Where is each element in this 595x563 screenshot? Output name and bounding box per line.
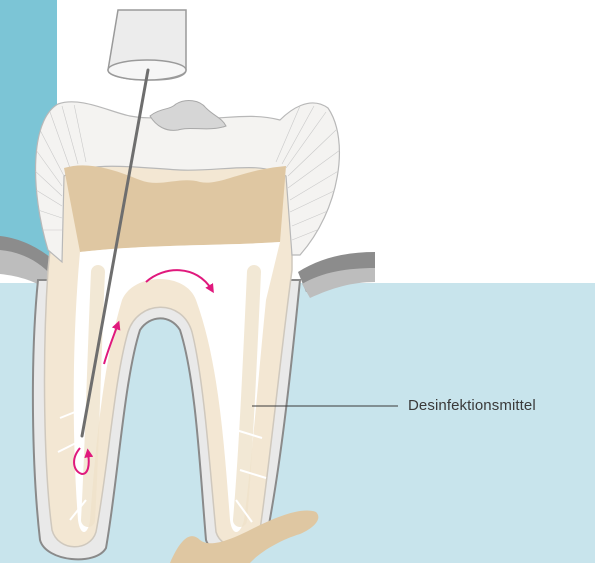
filling-debris (150, 101, 226, 131)
white-corner-area (375, 0, 595, 283)
disinfectant-label: Desinfektionsmittel (408, 397, 536, 414)
